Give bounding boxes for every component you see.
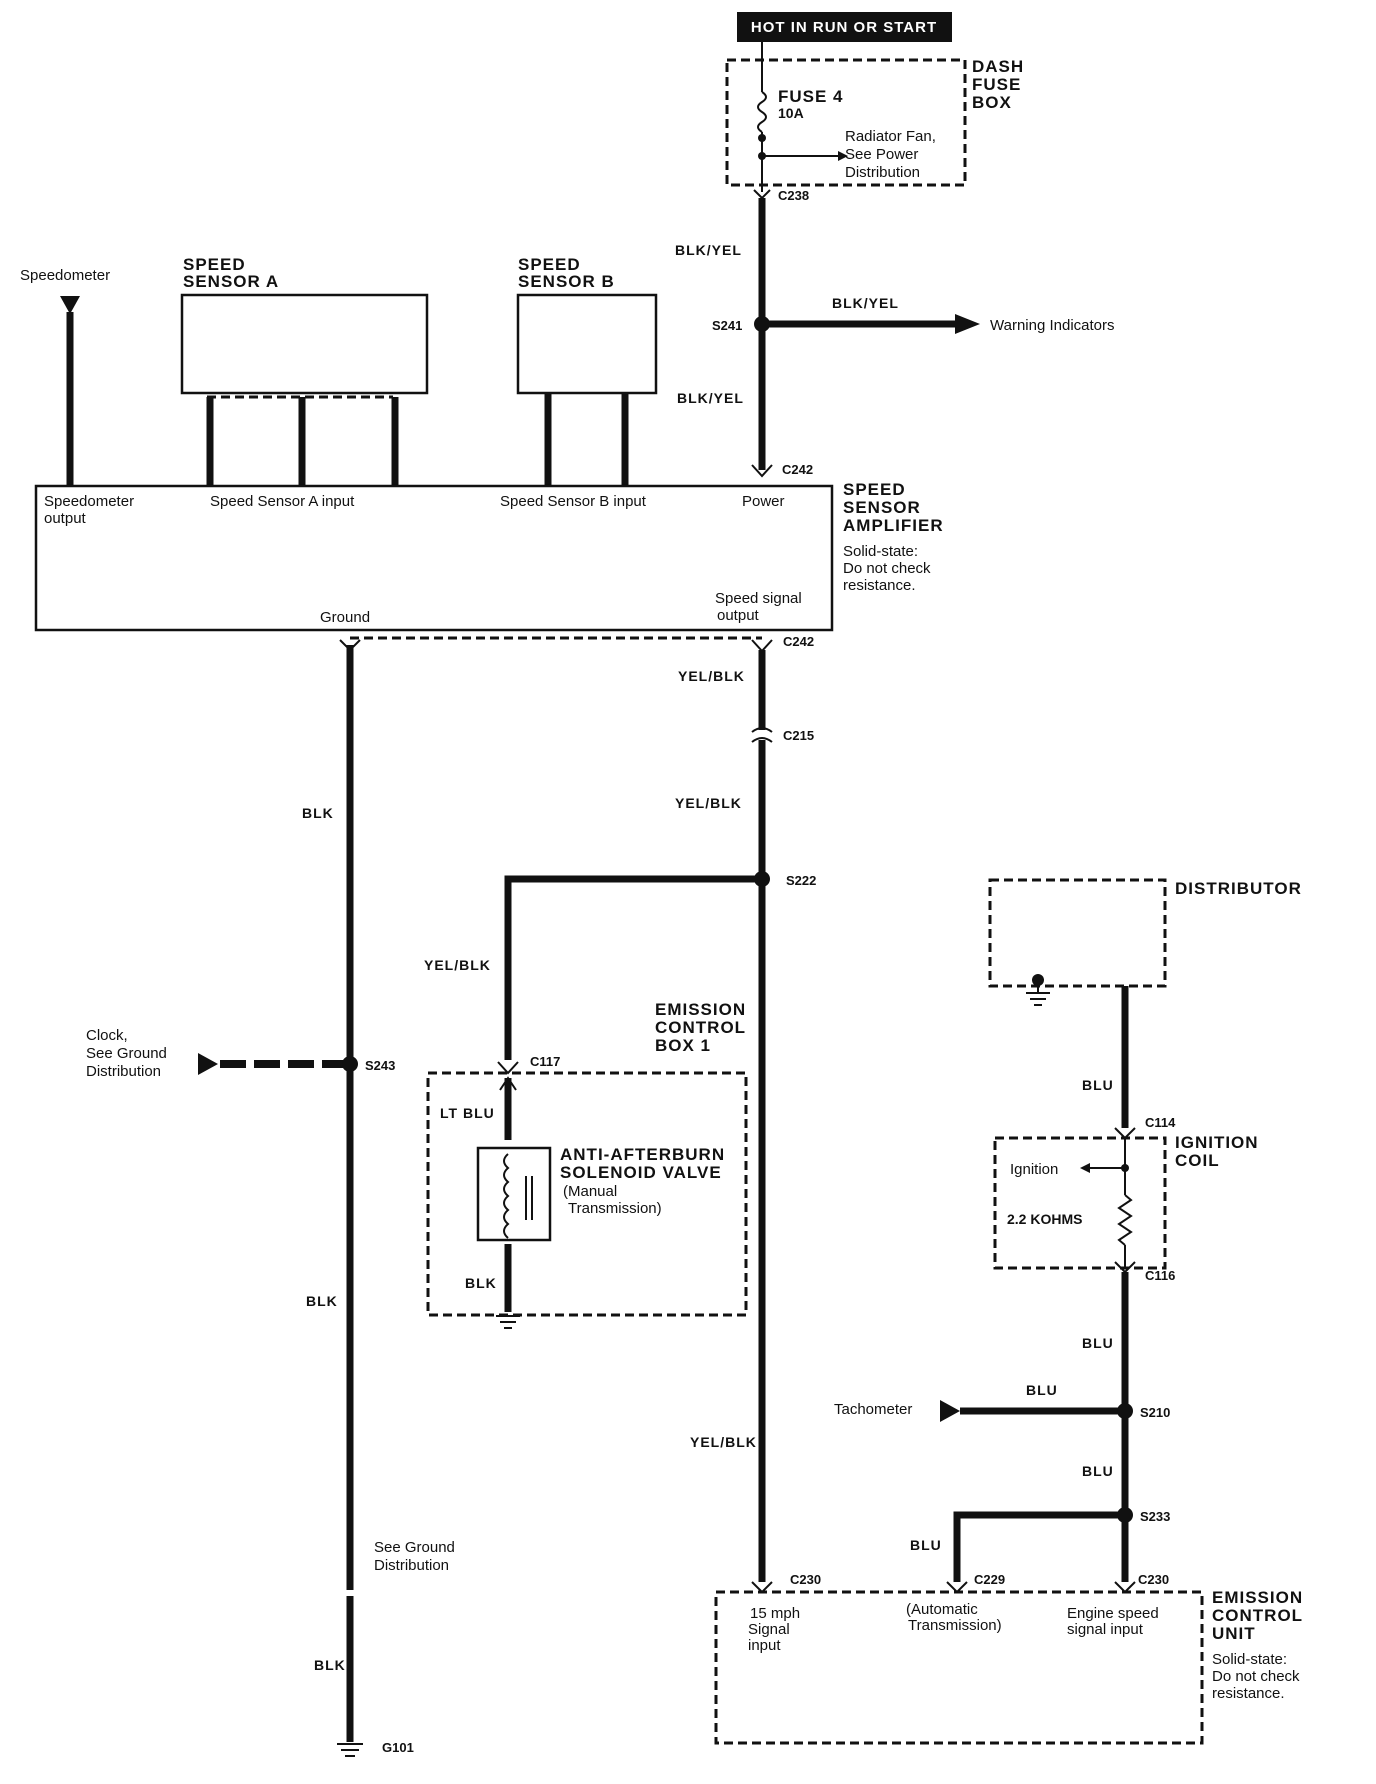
c215-label: C215 bbox=[783, 728, 814, 743]
tachometer-label: Tachometer bbox=[834, 1401, 912, 1418]
power-banner: HOT IN RUN OR START bbox=[751, 19, 937, 36]
amplifier-note: Solid-state: Do not check resistance. bbox=[843, 543, 935, 594]
speedometer-label: Speedometer bbox=[20, 267, 110, 284]
solenoid-coil-icon bbox=[503, 1153, 510, 1239]
amplifier-ground: Ground bbox=[320, 609, 370, 626]
blu-label-4: BLU bbox=[1082, 1463, 1114, 1479]
coil-resistance-label: 2.2 KOHMS bbox=[1007, 1211, 1082, 1227]
blk-label-2: BLK bbox=[306, 1293, 338, 1309]
c242-bottom-connector-symbol bbox=[751, 639, 773, 653]
yel-blk-label-3: YEL/BLK bbox=[424, 957, 491, 973]
anti-afterburn-valve-note: (Manual Transmission) bbox=[563, 1183, 662, 1217]
yel-blk-label-1: YEL/BLK bbox=[678, 668, 745, 684]
c242-top-connector-symbol bbox=[751, 464, 773, 478]
emission-control-box bbox=[426, 1071, 748, 1317]
valve-ground-symbol bbox=[496, 1315, 520, 1329]
ecu-note: Solid-state: Do not check resistance. bbox=[1212, 1651, 1304, 1702]
speed-sensor-amplifier-box bbox=[34, 484, 834, 632]
dash-fuse-box bbox=[725, 58, 967, 187]
anti-afterburn-valve-name: ANTI-AFTERBURN SOLENOID VALVE bbox=[560, 1145, 731, 1182]
blk-label-1: BLK bbox=[302, 805, 334, 821]
ecu-15mph-input: 15 mph Signal input bbox=[748, 1605, 804, 1654]
s210-label: S210 bbox=[1140, 1405, 1170, 1420]
c229-label: C229 bbox=[974, 1572, 1005, 1587]
emission-control-unit-box bbox=[714, 1590, 1204, 1745]
ignition-coil-box bbox=[993, 1136, 1167, 1270]
c242-top-label: C242 bbox=[782, 462, 813, 477]
speed-sensor-b-box bbox=[516, 293, 658, 395]
s233-label: S233 bbox=[1140, 1509, 1170, 1524]
ecu-name: EMISSION CONTROL UNIT bbox=[1212, 1588, 1309, 1643]
blu-label-1: BLU bbox=[1082, 1077, 1114, 1093]
blu-label-5: BLU bbox=[910, 1537, 942, 1553]
c242-bottom-label: C242 bbox=[783, 634, 814, 649]
amplifier-sensor-a-input: Speed Sensor A input bbox=[210, 493, 355, 510]
blk-yel-label-2: BLK/YEL bbox=[832, 295, 899, 311]
fuse-4-name: FUSE 4 bbox=[778, 87, 844, 106]
yel-blk-label-2: YEL/BLK bbox=[675, 795, 742, 811]
fuse-4-symbol bbox=[757, 91, 767, 133]
yel-blk-branch-wire bbox=[504, 875, 762, 1060]
c230-left-label: C230 bbox=[790, 1572, 821, 1587]
ignition-coil-name: IGNITION COIL bbox=[1175, 1133, 1264, 1170]
radiator-fan-arrow bbox=[838, 151, 848, 161]
c114-label: C114 bbox=[1145, 1115, 1176, 1130]
amplifier-sensor-b-input: Speed Sensor B input bbox=[500, 493, 647, 510]
ecu-auto-trans-input: (Automatic Transmission) bbox=[906, 1601, 1002, 1634]
clock-arrow bbox=[198, 1053, 218, 1075]
amplifier-power: Power bbox=[742, 493, 785, 510]
distributor-label: DISTRIBUTOR bbox=[1175, 879, 1302, 898]
blu-auto-trans-wire bbox=[953, 1511, 1125, 1582]
c215-connector-top bbox=[751, 727, 773, 733]
c116-label: C116 bbox=[1145, 1268, 1175, 1283]
g101-ground-symbol bbox=[337, 1743, 363, 1757]
ignition-arrow bbox=[1080, 1163, 1090, 1173]
speedometer-arrow bbox=[60, 296, 80, 314]
s243-splice bbox=[342, 1056, 358, 1072]
dash-fuse-box-label: DASH FUSE BOX bbox=[972, 57, 1030, 112]
yel-blk-label-4: YEL/BLK bbox=[690, 1434, 757, 1450]
warning-indicators-arrow bbox=[955, 314, 980, 334]
speed-sensor-b-label: SPEED SENSOR B bbox=[518, 255, 615, 291]
blk-yel-label-3: BLK/YEL bbox=[677, 390, 744, 406]
c238-label: C238 bbox=[778, 188, 809, 203]
amplifier-signal-output: Speed signal output bbox=[715, 590, 806, 624]
warning-indicators-label: Warning Indicators bbox=[990, 317, 1115, 334]
c230-right-label: C230 bbox=[1138, 1572, 1169, 1587]
s243-label: S243 bbox=[365, 1058, 395, 1073]
amplifier-speedometer-output: Speedometer output bbox=[44, 493, 138, 527]
c215-connector-bottom bbox=[751, 737, 773, 743]
ecu-engine-speed-input: Engine speed signal input bbox=[1067, 1605, 1163, 1638]
blk-label-3: BLK bbox=[314, 1657, 346, 1673]
g101-label: G101 bbox=[382, 1740, 414, 1755]
coil-resistor-symbol bbox=[1117, 1194, 1133, 1246]
blu-label-2: BLU bbox=[1082, 1335, 1114, 1351]
distributor-box bbox=[988, 878, 1167, 988]
distributor-ground-symbol bbox=[1026, 974, 1050, 1006]
fuse-junction bbox=[758, 134, 766, 142]
tachometer-arrow bbox=[940, 1400, 960, 1422]
blu-label-3: BLU bbox=[1026, 1382, 1058, 1398]
valve-top-arrow bbox=[499, 1076, 517, 1091]
valve-blk-label: BLK bbox=[465, 1275, 497, 1291]
fuse-4-rating: 10A bbox=[778, 105, 804, 121]
amplifier-name: SPEED SENSOR AMPLIFIER bbox=[843, 480, 944, 535]
blk-yel-label-1: BLK/YEL bbox=[675, 242, 742, 258]
anti-afterburn-valve-box bbox=[476, 1146, 552, 1242]
power-banner-box bbox=[737, 12, 952, 42]
c117-label: C117 bbox=[530, 1054, 560, 1069]
s241-label: S241 bbox=[712, 318, 742, 333]
clock-ground-label: Clock, See Ground Distribution bbox=[86, 1027, 171, 1080]
lt-blu-label: LT BLU bbox=[440, 1105, 495, 1121]
speed-sensor-a-box bbox=[180, 293, 429, 395]
see-ground-distribution: See Ground Distribution bbox=[374, 1539, 459, 1574]
speed-sensor-a-label: SPEED SENSOR A bbox=[183, 255, 279, 291]
ignition-label: Ignition bbox=[1010, 1161, 1058, 1178]
s222-label: S222 bbox=[786, 873, 816, 888]
s210-splice bbox=[1117, 1403, 1133, 1419]
c117-connector-symbol bbox=[497, 1061, 519, 1075]
emission-control-box-name: EMISSION CONTROL BOX 1 bbox=[655, 1000, 752, 1055]
radiator-fan-note: Radiator Fan, See Power Distribution bbox=[845, 128, 940, 181]
